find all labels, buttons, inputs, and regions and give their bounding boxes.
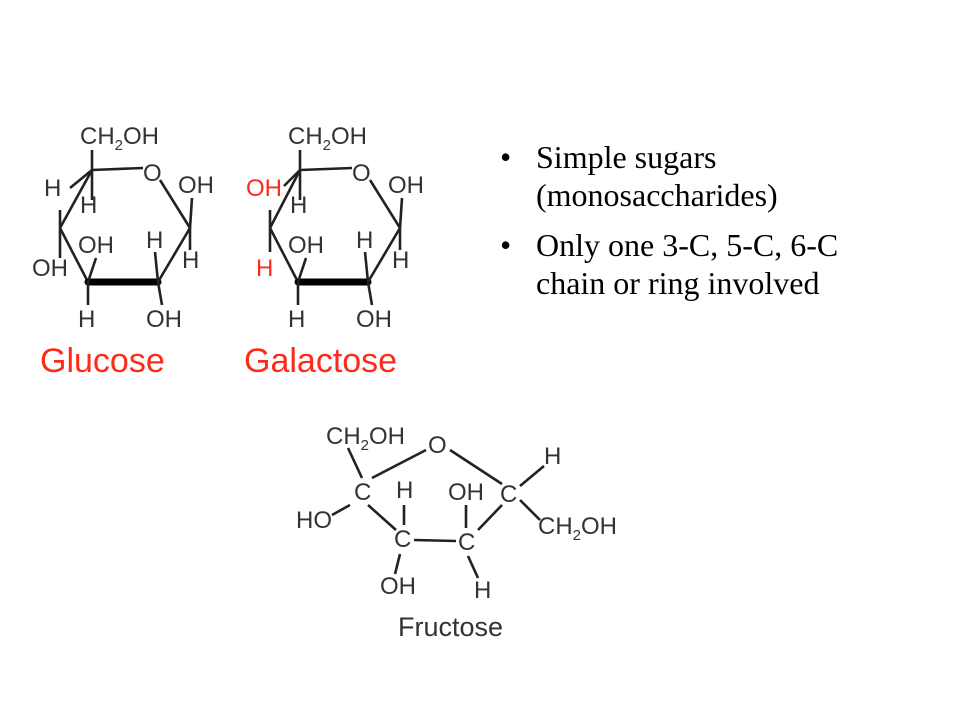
glucose-name: Glucose	[40, 342, 165, 380]
fructose-h-bottom: H	[474, 577, 491, 604]
galactose-h-right: H	[392, 247, 409, 274]
glucose-h-left: H	[44, 175, 61, 202]
galactose-h-inner: H	[290, 192, 307, 219]
fructose-oh-bottom: OH	[380, 573, 416, 600]
bullet-item: • Simple sugars (monosaccharides)	[500, 138, 900, 214]
galactose-ring-oxygen: O	[352, 160, 371, 187]
galactose-name: Galactose	[244, 342, 397, 380]
fructose-c-bottom-right: C	[458, 529, 475, 556]
bullet-list: • Simple sugars (monosaccharides) • Only…	[500, 138, 900, 314]
fructose-h-top-right: H	[544, 443, 561, 470]
fructose-oh-middle: OH	[448, 479, 484, 506]
bullet-symbol: •	[500, 227, 512, 263]
glucose-h-middle: H	[146, 227, 163, 254]
galactose-h-middle: H	[356, 227, 373, 254]
fructose-ho-left: HO	[296, 507, 332, 534]
galactose-oh-middle: OH	[288, 232, 324, 259]
bullet-symbol: •	[500, 139, 512, 175]
galactose-h-bottom: H	[288, 306, 305, 333]
fructose-c-bottom-left: C	[394, 526, 411, 553]
glucose-oh-middle: OH	[78, 232, 114, 259]
fructose-ring-oxygen: O	[428, 432, 447, 459]
galactose-ch2oh-label: CH2OH	[288, 123, 367, 154]
glucose-oh-bottom: OH	[146, 306, 182, 333]
fructose-c-left: C	[354, 479, 371, 506]
galactose-oh-right: OH	[388, 172, 424, 199]
glucose-h-right: H	[182, 247, 199, 274]
galactose-oh-left-highlight: OH	[246, 175, 282, 202]
fructose-c-right: C	[500, 481, 517, 508]
glucose-h-bottom: H	[78, 306, 95, 333]
galactose-oh-bottom: OH	[356, 306, 392, 333]
glucose-oh-right: OH	[178, 172, 214, 199]
galactose-h-left-highlight: H	[256, 255, 273, 282]
glucose-ring-oxygen: O	[143, 160, 162, 187]
glucose-structure: CH2OH O H H OH OH H H OH H OH Glucose	[32, 123, 214, 380]
bullet-item: • Only one 3-C, 5-C, 6-C chain or ring i…	[500, 226, 900, 302]
fructose-ch2oh-top: CH2OH	[326, 423, 405, 454]
bullet-text: Only one 3-C, 5-C, 6-C chain or ring inv…	[536, 227, 839, 301]
bullet-text: Simple sugars (monosaccharides)	[536, 139, 778, 213]
galactose-structure: CH2OH O OH H OH OH H H H H OH Galactose	[244, 123, 424, 380]
fructose-ch2oh-right: CH2OH	[538, 513, 617, 544]
fructose-structure: CH2OH O H C C H OH HO CH2OH C C OH H Fru…	[296, 423, 617, 642]
fructose-h-middle: H	[396, 477, 413, 504]
glucose-h-inner: H	[80, 192, 97, 219]
glucose-ch2oh-label: CH2OH	[80, 123, 159, 154]
glucose-oh-left: OH	[32, 255, 68, 282]
fructose-name: Fructose	[398, 612, 503, 642]
